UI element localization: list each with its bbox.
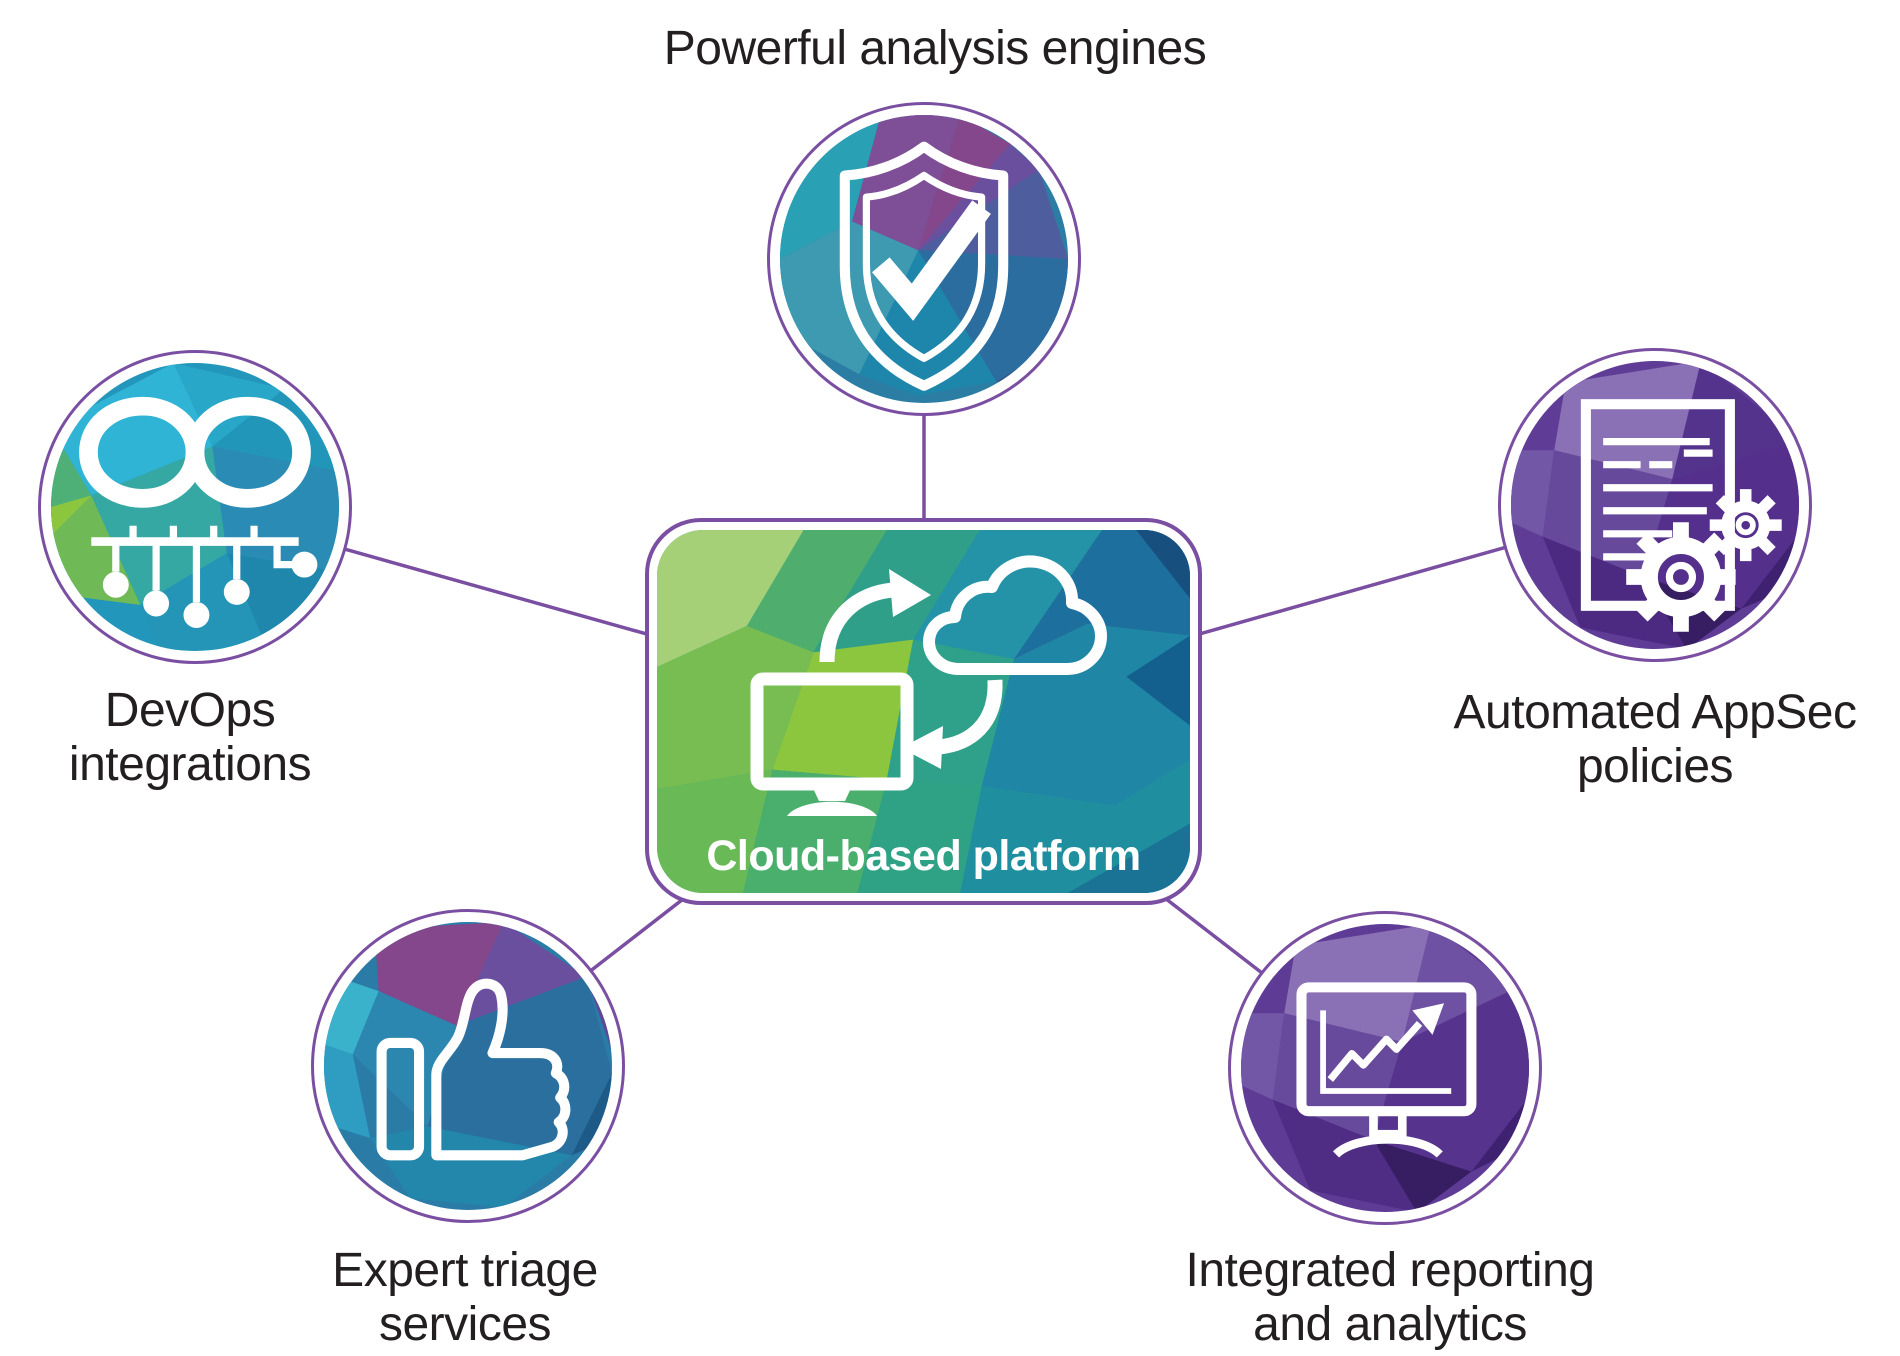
reporting-low-poly-background — [1241, 924, 1529, 1212]
small-gear — [1709, 489, 1782, 562]
reporting-disc — [1241, 924, 1529, 1212]
node-devops-integrations — [38, 350, 352, 664]
shield-check-icon — [839, 141, 1009, 391]
monitor-trend-chart-icon — [1296, 982, 1477, 1158]
devops-infinity-circuit-icon — [79, 396, 318, 628]
computer-cloud-sync-icon — [750, 555, 1107, 816]
node-label-appsec: Automated AppSec policies — [1453, 686, 1857, 794]
box-low-poly-fill: Cloud-based platform — [657, 530, 1190, 893]
appsec-disc — [1511, 361, 1799, 649]
big-gear — [1626, 522, 1736, 632]
triage-disc — [324, 922, 612, 1210]
node-automated-appsec-policies — [1498, 348, 1812, 662]
triage-low-poly-background — [324, 922, 612, 1210]
node-label-reporting: Integrated reporting and analytics — [1185, 1244, 1595, 1352]
node-label-triage: Expert triage services — [332, 1244, 598, 1352]
node-expert-triage-services — [311, 909, 625, 1223]
devops-disc — [51, 363, 339, 651]
policy-document-gears-icon — [1580, 399, 1782, 632]
node-label-analysis: Powerful analysis engines — [663, 22, 1207, 75]
box-low-poly-background — [657, 530, 1190, 893]
center-box-title: Cloud-based platform — [706, 832, 1141, 880]
node-label-devops: DevOps integrations — [68, 684, 312, 792]
node-integrated-reporting-analytics — [1228, 911, 1542, 1225]
analysis-disc — [780, 115, 1068, 403]
cloud-platform-box: Cloud-based platform — [645, 518, 1202, 905]
thumbs-up-icon — [376, 978, 571, 1161]
node-powerful-analysis-engines — [767, 102, 1081, 416]
